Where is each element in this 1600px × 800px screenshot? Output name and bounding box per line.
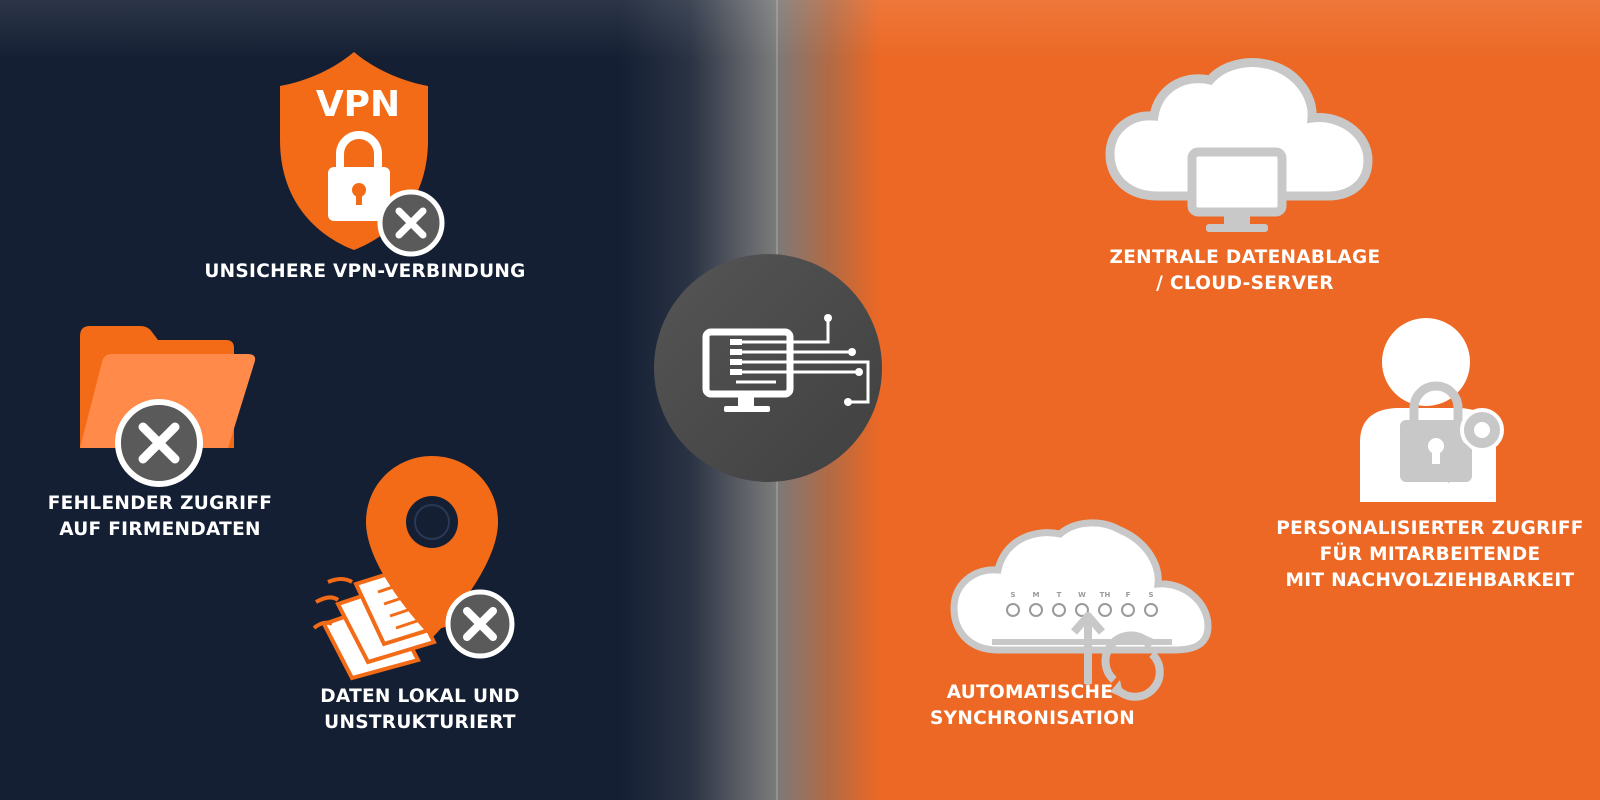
label-missing-access: FEHLENDER ZUGRIFF AUF FIRMENDATEN xyxy=(20,491,300,543)
x-mark-icon xyxy=(445,589,515,659)
top-highlight xyxy=(0,0,1600,60)
x-mark-icon xyxy=(377,189,445,257)
label-line: ZENTRALE DATENABLAGE xyxy=(1109,247,1381,268)
label-unsafe-vpn: UNSICHERE VPN-VERBINDUNG xyxy=(190,259,540,285)
label-auto-sync: AUTOMATISCHE SYNCHRONISATION xyxy=(930,680,1136,732)
label-line: FEHLENDER ZUGRIFF xyxy=(47,493,273,514)
label-line: / CLOUD-SERVER xyxy=(1156,273,1334,294)
computer-network-icon xyxy=(654,254,882,482)
label-central-storage: ZENTRALE DATENABLAGE / CLOUD-SERVER xyxy=(1090,245,1400,297)
weekday-label: W xyxy=(1078,591,1086,599)
cloud-sync-calendar-icon: S M T W TH F S xyxy=(950,519,1212,701)
location-pin-papers-icon xyxy=(312,456,498,681)
shield-vpn-text: VPN xyxy=(316,84,400,125)
label-line: AUF FIRMENDATEN xyxy=(59,519,261,540)
cloud-monitor-icon xyxy=(1105,58,1373,232)
weekday-label: F xyxy=(1126,591,1131,599)
weekday-label: S xyxy=(1148,591,1153,599)
label-line: SYNCHRONISATION xyxy=(930,708,1136,729)
label-line: AUTOMATISCHE xyxy=(946,682,1114,703)
weekday-label: M xyxy=(1033,591,1040,599)
weekday-label: S xyxy=(1010,591,1015,599)
label-line: MIT NACHVOLZIEHBARKEIT xyxy=(1285,570,1575,591)
label-line: FÜR MITARBEITENDE xyxy=(1319,544,1541,565)
label-line: DATEN LOKAL UND xyxy=(320,686,520,707)
x-mark-icon xyxy=(115,399,203,487)
label-line: UNSICHERE VPN-VERBINDUNG xyxy=(204,261,526,282)
label-personalized-access: PERSONALISIERTER ZUGRIFF FÜR MITARBEITEN… xyxy=(1270,516,1590,594)
label-line: PERSONALISIERTER ZUGRIFF xyxy=(1276,518,1584,539)
weekday-label: TH xyxy=(1100,591,1111,599)
weekday-label: T xyxy=(1057,591,1062,599)
user-lock-key-icon xyxy=(1360,318,1504,502)
label-line: UNSTRUKTURIERT xyxy=(324,712,516,733)
label-local-unstructured: DATEN LOKAL UND UNSTRUKTURIERT xyxy=(290,684,550,736)
